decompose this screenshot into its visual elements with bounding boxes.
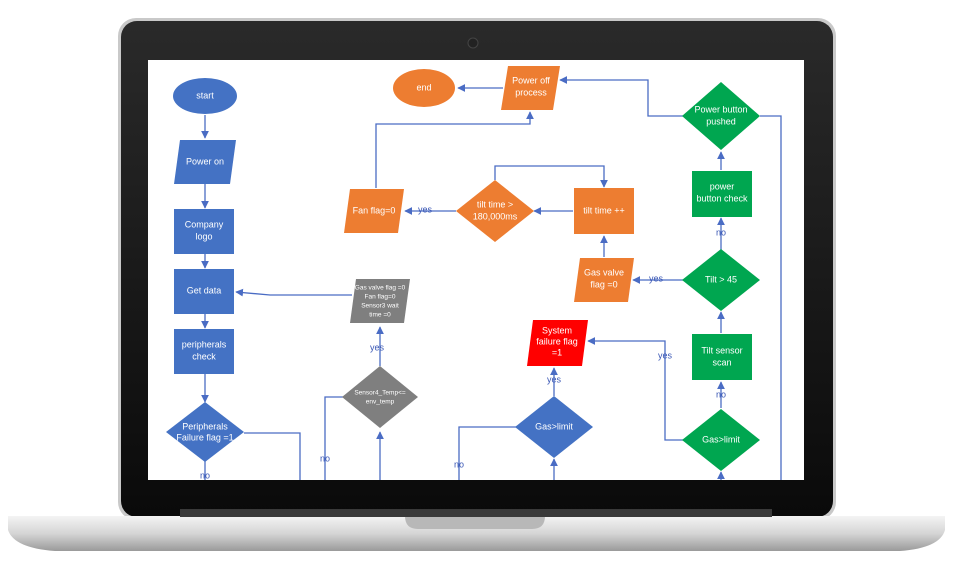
camera-icon [467, 37, 479, 49]
company-logo-label-1: Company [185, 219, 224, 229]
power-on-label: Power on [186, 156, 224, 166]
fan-flag-node [344, 189, 404, 233]
peripherals-failure-node [166, 402, 244, 462]
start-label: start [196, 90, 214, 100]
peripherals-check-node [174, 329, 234, 374]
power-button-check-node [692, 171, 752, 217]
power-off-node [501, 66, 560, 110]
gas-limit-green-node [682, 409, 760, 471]
tilt-time-inc-label: tilt time ++ [583, 205, 625, 215]
peripherals-check-label-2: check [192, 351, 216, 361]
edge-label-no-gas-blue: no [454, 459, 464, 469]
gas-valve-flag-node [574, 258, 634, 302]
sensor4-temp-node [342, 366, 418, 428]
peripherals-failure-label-2: Failure flag =1 [176, 432, 233, 442]
tilt-sensor-scan-label-1: Tilt sensor [701, 345, 742, 355]
get-data-label: Get data [187, 285, 222, 295]
edge-fanflag-poweroff [375, 111, 534, 188]
end-label: end [416, 82, 431, 92]
tilt-gt-45-label: Tilt > 45 [705, 274, 737, 284]
gas-valve-flag-label-1: Gas valve [584, 267, 624, 277]
reset-flags-node [350, 279, 410, 323]
edge-label-no-gas-green: no [716, 389, 726, 399]
power-button-check-label-1: power [710, 181, 735, 191]
edge-label-yes-gas-blue: yes [547, 374, 562, 384]
hinge [180, 509, 772, 517]
edge-sensor4-no [324, 396, 343, 480]
system-failure-node [527, 320, 588, 366]
power-off-label-2: process [515, 87, 547, 97]
laptop-base [8, 516, 945, 551]
base-notch [405, 516, 545, 529]
edge-label-yes-tilt45: yes [649, 273, 664, 283]
end-node [393, 69, 455, 107]
peripherals-check-label-1: peripherals [182, 339, 227, 349]
edge-label-yes-tilt-time: yes [418, 204, 433, 214]
edge-label-no-sensor4: no [320, 453, 330, 463]
tilt-time-check-node [456, 180, 534, 242]
edge-gasblue-no [458, 426, 516, 480]
tilt-time-check-label-2: 180,000ms [473, 211, 518, 221]
edge-failure-right [244, 432, 301, 480]
reset-flags-label-2: Fan flag=0 [365, 294, 396, 301]
start-node [173, 78, 237, 114]
edge-reset-getdata [235, 288, 352, 297]
system-failure-label-3: =1 [552, 347, 562, 357]
edge-gasgreen-sysfail [587, 337, 683, 441]
flowchart: start Power on Company logo Get data per… [166, 66, 782, 480]
system-failure-label-2: failure flag [536, 336, 578, 346]
tilt-gt-45-node [682, 249, 760, 311]
reset-flags-label-3: Sensor3 wait [361, 303, 399, 310]
tilt-time-check-label-1: tilt time > [477, 199, 513, 209]
reset-flags-label-4: time =0 [369, 312, 391, 319]
gas-limit-blue-node [515, 396, 593, 458]
power-off-label-1: Power off [512, 75, 550, 85]
tilt-time-inc-node [574, 188, 634, 234]
power-button-pushed-label-1: Power button [694, 104, 747, 114]
company-logo-label-2: logo [195, 231, 212, 241]
edge-powerbtn-poweroff [559, 76, 683, 117]
edge-powerbtn-right [760, 115, 782, 480]
power-button-pushed-node [682, 82, 760, 150]
tilt-sensor-scan-label-2: scan [712, 357, 731, 367]
edge-label-yes-sensor4: yes [370, 342, 385, 352]
edge-label-no-tilt45: no [716, 227, 726, 237]
power-button-check-label-2: button check [696, 193, 748, 203]
get-data-node [174, 269, 234, 314]
edge-tiltcheck-loop [494, 165, 608, 188]
peripherals-failure-label-1: Peripherals [182, 421, 228, 431]
power-button-pushed-label-2: pushed [706, 116, 736, 126]
sensor4-temp-label-2: env_temp [366, 399, 395, 406]
edge-label-no-peripherals: no [200, 470, 210, 480]
reset-flags-label-1: Gas valve flag =0 [355, 285, 406, 292]
gas-limit-blue-label: Gas>limit [535, 421, 573, 431]
company-logo-node [174, 209, 234, 254]
tilt-sensor-scan-node [692, 334, 752, 380]
system-failure-label-1: System [542, 325, 572, 335]
gas-limit-green-label: Gas>limit [702, 434, 740, 444]
fan-flag-label: Fan flag=0 [353, 205, 396, 215]
sensor4-temp-label-1: Sensor4_Temp<= [354, 390, 406, 397]
gas-valve-flag-label-2: flag =0 [590, 279, 617, 289]
power-on-node [174, 140, 236, 184]
edge-label-yes-gas-green: yes [658, 350, 673, 360]
